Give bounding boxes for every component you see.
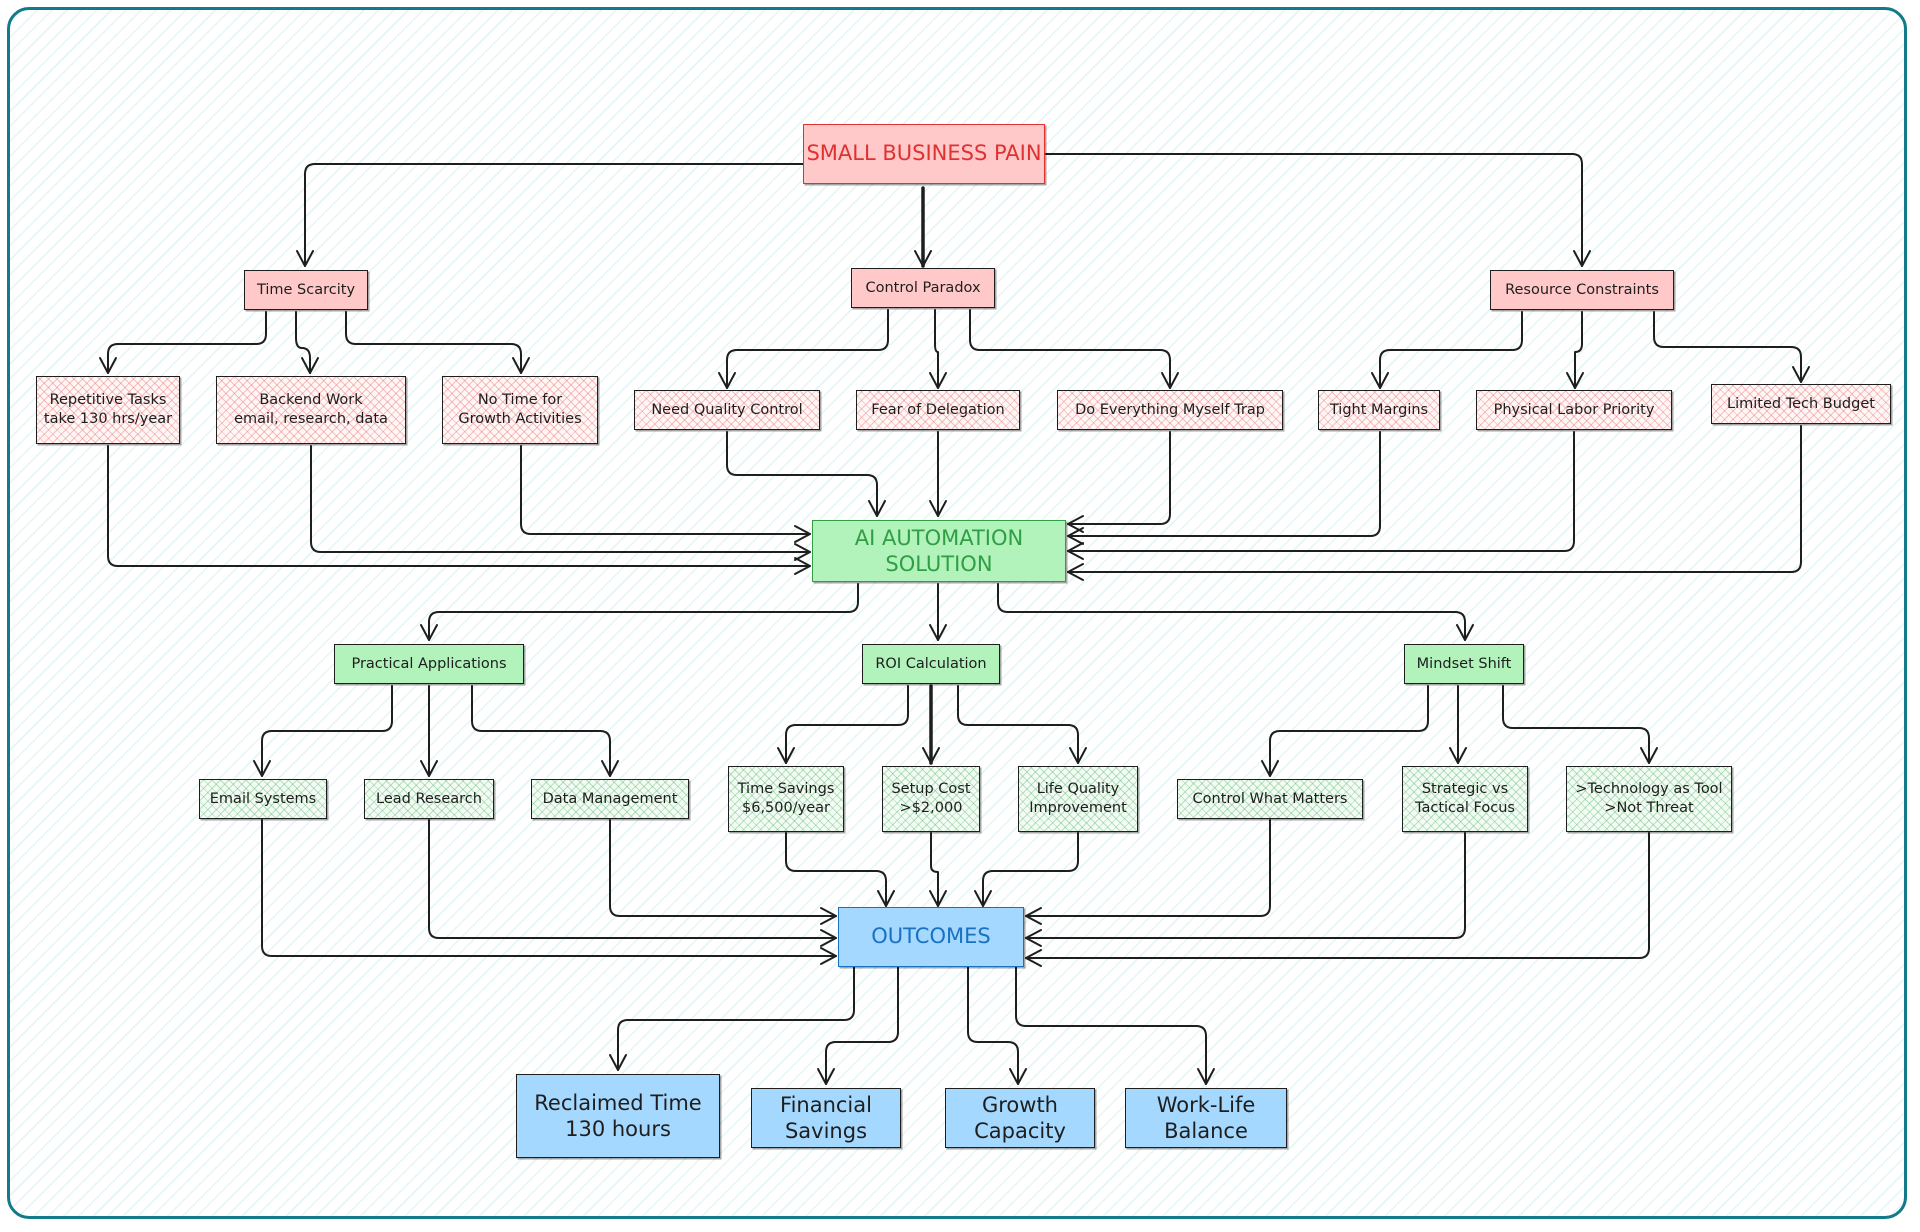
repetitive-tasks-node: Repetitive Tasks take 130 hrs/year [36,376,180,444]
outcomes-node: OUTCOMES [838,907,1024,967]
edge-roi-life [957,685,1087,764]
edge-control-doeverything [969,309,1179,389]
edge-email-outcomes [261,819,837,965]
practical-applications-node: Practical Applications [334,644,524,684]
edge-control-fear [929,309,947,389]
email-systems-node: Email Systems [199,779,327,819]
edge-resource-labor [1566,311,1584,389]
edge-margins-solution [1067,431,1381,545]
financial-savings-node: Financial Savings [751,1088,901,1148]
edge-roi-time [777,685,909,764]
edge-repetitive-solution [107,445,811,575]
edge-life-outcomes [974,832,1079,907]
control-what-matters-node: Control What Matters [1177,779,1363,819]
physical-labor-node: Physical Labor Priority [1476,390,1672,430]
fear-of-delegation-node: Fear of Delegation [856,390,1020,430]
edge-outcomes-reclaimed [609,965,855,1071]
technology-as-tool-node: >Technology as Tool >Not Threat [1566,766,1732,832]
edge-time-backend [295,311,319,374]
edge-strategic-outcomes [1025,832,1466,947]
edge-data-outcomes [609,819,837,925]
no-time-growth-node: No Time for Growth Activities [442,376,598,444]
edge-solution-practical [420,583,859,641]
edge-lead-outcomes [428,819,837,947]
data-management-node: Data Management [531,779,689,819]
edge-mindset-control [1261,685,1429,777]
setup-cost-node: Setup Cost >$2,000 [882,766,980,832]
edge-budget-solution [1067,425,1802,581]
edge-outcomes-worklife [1015,965,1215,1085]
edge-mindset-tech [1502,685,1658,764]
edge-solution-mindset [997,583,1474,641]
reclaimed-time-node: Reclaimed Time 130 hours [516,1074,720,1158]
edge-growth-solution [520,445,811,543]
edge-control-quality [718,309,889,389]
do-everything-myself-node: Do Everything Myself Trap [1057,390,1283,430]
edge-root-time [296,163,804,267]
tight-margins-node: Tight Margins [1318,390,1440,430]
edge-time-growth [345,311,530,374]
edge-timesavings-outcomes [785,832,895,907]
edge-resource-margins [1371,311,1523,389]
control-paradox-node: Control Paradox [851,268,995,308]
edge-controlwhat-outcomes [1025,819,1271,925]
growth-capacity-node: Growth Capacity [945,1088,1095,1148]
resource-constraints-node: Resource Constraints [1490,270,1674,310]
edge-tech-outcomes [1025,832,1650,967]
edge-quality-solution [726,431,886,517]
edge-practical-email [253,685,393,777]
canvas-frame [7,7,1907,1219]
edge-doeverything-solution [1067,431,1171,533]
small-business-pain-node: SMALL BUSINESS PAIN [803,124,1045,184]
work-life-balance-node: Work-Life Balance [1125,1088,1287,1148]
time-scarcity-node: Time Scarcity [244,270,368,310]
backend-work-node: Backend Work email, research, data [216,376,406,444]
mindset-shift-node: Mindset Shift [1404,644,1524,684]
limited-tech-budget-node: Limited Tech Budget [1711,384,1891,424]
edge-setup-outcomes [929,832,947,907]
edge-time-repetitive [99,311,267,374]
edge-root-resource [1045,153,1591,267]
edge-outcomes-growth [967,965,1027,1085]
ai-automation-solution-node: AI AUTOMATION SOLUTION [812,520,1066,582]
edge-labor-solution [1067,431,1575,560]
life-quality-node: Life Quality Improvement [1018,766,1138,832]
need-quality-control-node: Need Quality Control [634,390,820,430]
edge-resource-budget [1653,311,1810,383]
edge-outcomes-financial [817,965,899,1085]
roi-calculation-node: ROI Calculation [862,644,1000,684]
lead-research-node: Lead Research [364,779,494,819]
edge-practical-data [471,685,619,777]
time-savings-node: Time Savings $6,500/year [728,766,844,832]
strategic-vs-tactical-node: Strategic vs Tactical Focus [1402,766,1528,832]
edge-backend-solution [310,445,811,561]
